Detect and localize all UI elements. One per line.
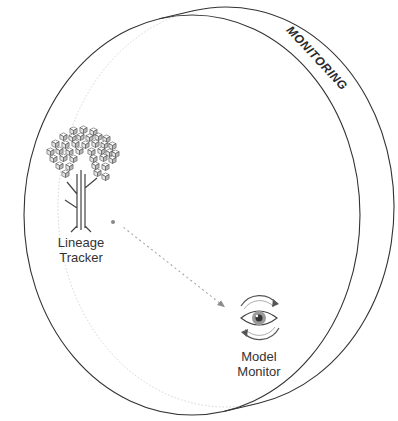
eye-icon [229, 288, 289, 348]
node-label: Model Monitor [231, 350, 287, 380]
flow-arrow [124, 227, 225, 306]
rim-label: MONITORING [284, 23, 351, 93]
tool-node: Lineage Tracker [40, 122, 122, 266]
node-label: Lineage Tracker [50, 236, 112, 266]
tool-node: Model Monitor [226, 288, 292, 380]
tree-icon [41, 122, 121, 234]
